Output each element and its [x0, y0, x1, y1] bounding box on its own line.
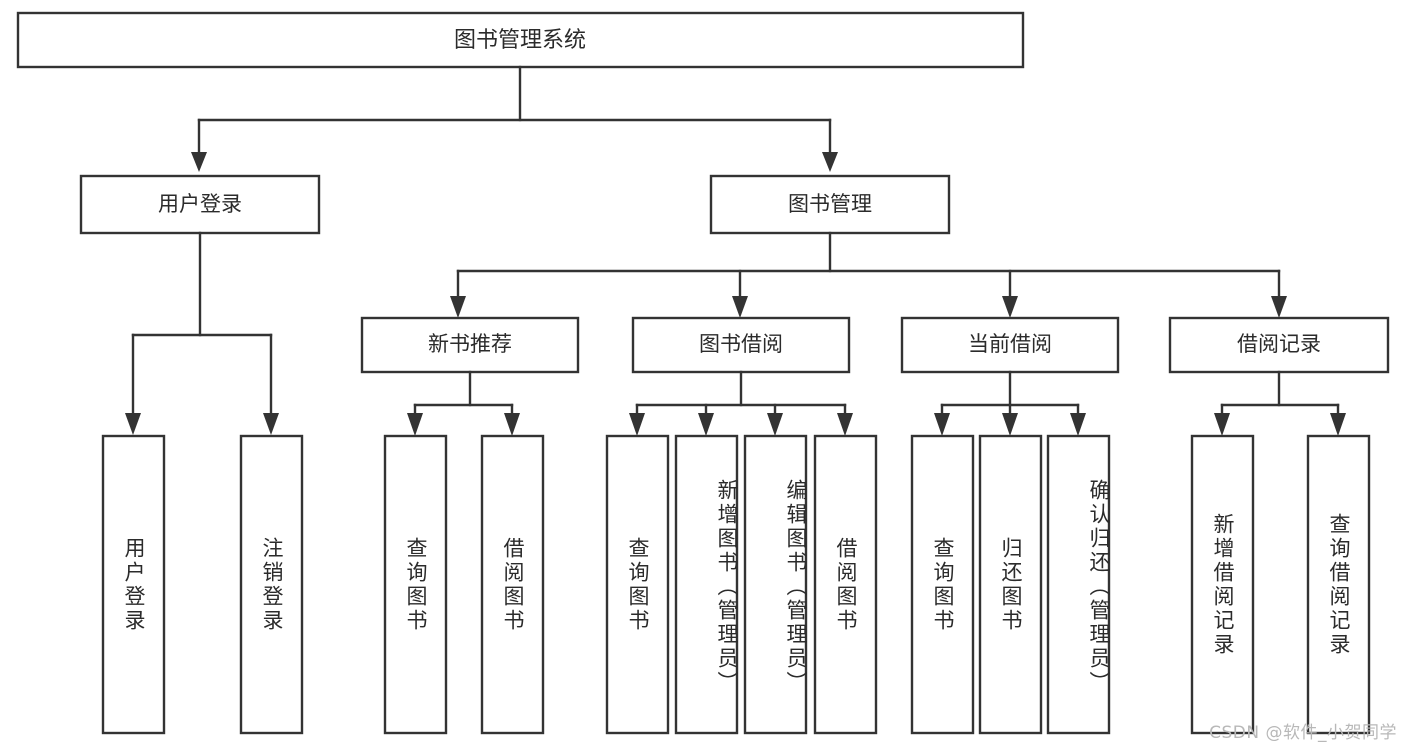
leaf-box-query-book-3[interactable]	[910, 434, 975, 735]
node-current-borrow-box[interactable]	[900, 316, 1120, 374]
connector-user-login-to-leaves	[125, 231, 279, 435]
node-new-book-recommend-label: 新书推荐	[428, 332, 512, 356]
arrow-head-icon	[822, 152, 838, 172]
node-current-borrow-label: 当前借阅	[968, 332, 1052, 356]
node-new-book-recommend[interactable]: 新书推荐	[360, 316, 580, 374]
node-user-login-label: 用户登录	[158, 192, 242, 216]
connector-book-borrow-to-leaves	[629, 370, 853, 436]
watermark-text: CSDN @软件_小贺同学	[1209, 723, 1397, 743]
node-user-login[interactable]: 用户登录	[79, 174, 321, 235]
leaf-box-confirm-return[interactable]	[1046, 434, 1111, 735]
leaf-box-query-record[interactable]	[1306, 434, 1371, 735]
arrow-head-icon	[1070, 413, 1086, 436]
leaf-box-borrow-book-1[interactable]	[480, 434, 545, 735]
node-book-borrow-label: 图书借阅	[699, 332, 783, 356]
node-current-borrow[interactable]: 当前借阅	[900, 316, 1120, 374]
arrow-head-icon	[504, 413, 520, 436]
leaf-box-query-book-2[interactable]	[605, 434, 670, 735]
arrow-head-icon	[767, 413, 783, 436]
arrow-head-icon	[191, 152, 207, 172]
leaf-box-query-book-1[interactable]	[383, 434, 448, 735]
node-root[interactable]: 图书管理系统	[16, 11, 1025, 69]
arrow-head-icon	[125, 413, 141, 435]
node-book-borrow[interactable]: 图书借阅	[631, 316, 851, 374]
node-book-management[interactable]: 图书管理	[709, 174, 951, 235]
node-borrow-record-label: 借阅记录	[1237, 332, 1321, 356]
leaf-box-return-book[interactable]	[978, 434, 1043, 735]
arrow-head-icon	[732, 296, 748, 318]
leaf-box-add-record[interactable]	[1190, 434, 1255, 735]
arrow-head-icon	[450, 296, 466, 318]
connector-book-management-to-level2	[450, 231, 1287, 318]
connector-current-borrow-to-leaves	[934, 370, 1086, 436]
arrow-head-icon	[1214, 413, 1230, 436]
arrow-head-icon	[837, 413, 853, 436]
arrow-head-icon	[263, 413, 279, 435]
leaf-box-user-login[interactable]	[101, 434, 166, 735]
node-borrow-record[interactable]: 借阅记录	[1168, 316, 1390, 374]
node-user-login-box[interactable]	[79, 174, 321, 235]
connector-borrow-record-to-leaves	[1214, 370, 1346, 436]
arrow-head-icon	[629, 413, 645, 436]
leaf-box-user-logout[interactable]	[239, 434, 304, 735]
arrow-head-icon	[407, 413, 423, 436]
arrow-head-icon	[934, 413, 950, 436]
connector-root-to-level1	[191, 65, 838, 172]
leaf-box-edit-book[interactable]	[743, 434, 808, 735]
arrow-head-icon	[1002, 296, 1018, 318]
connector-new-book-recommend-to-leaves	[407, 370, 520, 436]
arrow-head-icon	[698, 413, 714, 436]
node-new-book-recommend-box[interactable]	[360, 316, 580, 374]
node-root-box[interactable]	[16, 11, 1025, 69]
node-book-management-label: 图书管理	[788, 192, 872, 216]
leaf-box-borrow-book-2[interactable]	[813, 434, 878, 735]
node-root-label: 图书管理系统	[454, 28, 586, 53]
arrow-head-icon	[1330, 413, 1346, 436]
leaf-box-add-book[interactable]	[674, 434, 739, 735]
arrow-head-icon	[1002, 413, 1018, 436]
arrow-head-icon	[1271, 296, 1287, 318]
